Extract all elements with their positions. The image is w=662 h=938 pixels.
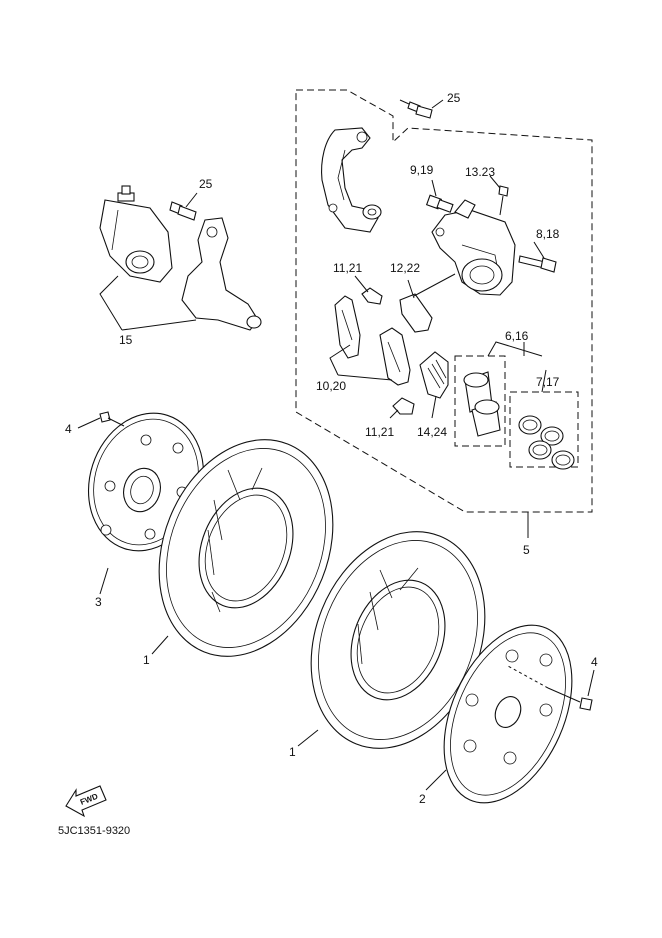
diagram-code: 5JC1351-9320	[58, 825, 130, 837]
callout-5: 5	[523, 543, 530, 557]
callout-1-right: 1	[289, 745, 296, 759]
caliper-bracket	[321, 127, 382, 233]
piston-seals	[518, 415, 575, 470]
callout-8-18: 8,18	[536, 227, 560, 241]
callout-1-left: 1	[143, 653, 150, 667]
bleed-screw	[425, 194, 454, 213]
pad-shim	[419, 351, 449, 399]
hub-adapter-right	[443, 624, 573, 804]
bolt-4-left	[99, 411, 125, 427]
seal-kit-box	[509, 391, 579, 468]
callout-11-21-bottom: 11,21	[365, 425, 394, 439]
callout-2: 2	[419, 792, 426, 806]
callout-15: 15	[119, 333, 133, 347]
left-caliper	[99, 185, 173, 283]
callout-11-21-top: 11,21	[333, 261, 362, 275]
pad-spring-top	[361, 287, 383, 305]
callout-9-19: 9,19	[410, 163, 434, 177]
callout-10-20: 10,20	[316, 379, 346, 393]
forward-arrow-icon: FWD	[65, 785, 107, 818]
callout-14-24: 14,24	[417, 425, 447, 439]
pad-pin	[498, 185, 509, 216]
callout-12-22: 12,22	[390, 261, 420, 275]
pad-support	[399, 293, 433, 333]
left-caliper-bracket	[181, 217, 262, 331]
callout-25-left: 25	[199, 177, 213, 191]
leader-lines	[77, 99, 595, 791]
brake-disc-left	[158, 439, 334, 657]
callout-4-left: 4	[65, 422, 72, 436]
caliper-body	[431, 199, 516, 296]
brake-pad-front	[334, 295, 361, 359]
caliper-pistons	[463, 371, 501, 437]
bolt-4-right	[507, 665, 593, 711]
callout-6-16: 6,16	[505, 329, 529, 343]
callout-25-top: 25	[447, 91, 461, 105]
callout-4-right: 4	[591, 655, 598, 669]
callout-13-23: 13.23	[465, 165, 495, 179]
bolt-25-top	[399, 99, 433, 119]
piston-kit-box	[454, 355, 506, 447]
brake-pad-rear	[379, 327, 411, 386]
callout-7-17: 7,17	[536, 375, 560, 389]
caliper-assembly-boundary	[295, 89, 593, 513]
caliper-bolt	[518, 255, 557, 273]
bolt-25-left	[169, 201, 197, 221]
pad-spring-bottom	[392, 397, 415, 415]
callout-3: 3	[95, 595, 102, 609]
brake-disc-right	[310, 531, 486, 749]
